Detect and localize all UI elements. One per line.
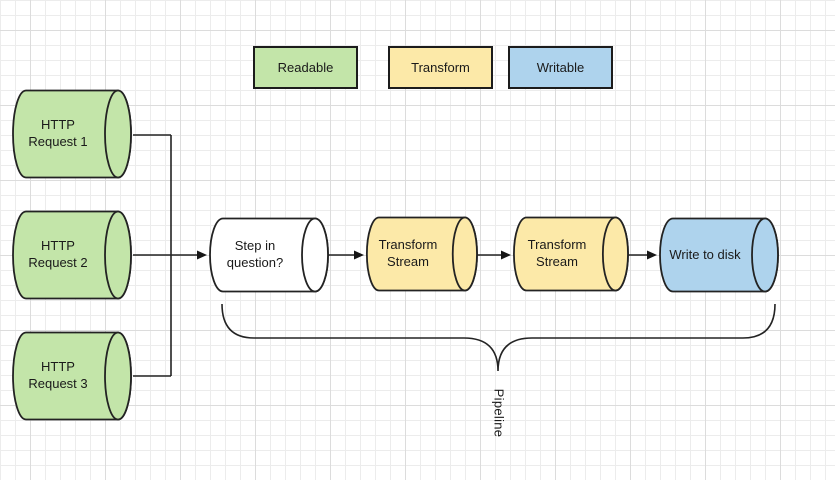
legend-box-transform[interactable]: Transform — [388, 46, 493, 89]
node-label: Transform Stream — [527, 237, 587, 269]
legend-label-readable: Readable — [277, 60, 334, 75]
legend-label-writable: Writable — [536, 60, 585, 75]
node-http-request-3[interactable]: HTTP Request 3 — [11, 331, 131, 421]
node-label: Transform Stream — [378, 237, 438, 269]
node-transform-stream-1[interactable]: Transform Stream — [365, 216, 477, 292]
node-label: HTTP Request 3 — [28, 359, 88, 391]
node-http-request-2[interactable]: HTTP Request 2 — [11, 210, 131, 300]
cylinder-shape — [512, 216, 628, 292]
arrowhead-icon — [354, 250, 364, 260]
legend-box-writable[interactable]: Writable — [508, 46, 613, 89]
cylinder-shape — [11, 210, 131, 300]
node-transform-stream-2[interactable]: Transform Stream — [512, 216, 628, 292]
arrowhead-icon — [501, 250, 511, 260]
cylinder-shape — [11, 89, 131, 179]
cylinder-shape — [208, 217, 328, 293]
cylinder-shape — [11, 331, 131, 421]
node-label: HTTP Request 1 — [28, 117, 88, 149]
cylinder-shape — [658, 217, 778, 293]
cylinder-shape — [365, 216, 477, 292]
legend-box-readable[interactable]: Readable — [253, 46, 358, 89]
node-step-in-question[interactable]: Step in question? — [208, 217, 328, 293]
node-label: Step in question? — [226, 238, 284, 270]
node-label: HTTP Request 2 — [28, 238, 88, 270]
node-http-request-1[interactable]: HTTP Request 1 — [11, 89, 131, 179]
node-label: Write to disk — [669, 246, 741, 262]
edge-transform2-to-writable-arrow[interactable] — [628, 250, 657, 260]
legend-label-transform: Transform — [411, 60, 470, 75]
edge-transform1-to-transform2-arrow[interactable] — [477, 250, 511, 260]
edge-step-to-transform1-arrow[interactable] — [328, 250, 364, 260]
pipeline-brace[interactable] — [221, 303, 776, 372]
edge-requests-to-step-arrow[interactable] — [133, 250, 207, 260]
node-write-to-disk[interactable]: Write to disk — [658, 217, 778, 293]
arrowhead-icon — [647, 250, 657, 260]
arrowhead-icon — [197, 250, 207, 260]
pipeline-label[interactable]: Pipeline — [491, 388, 507, 438]
